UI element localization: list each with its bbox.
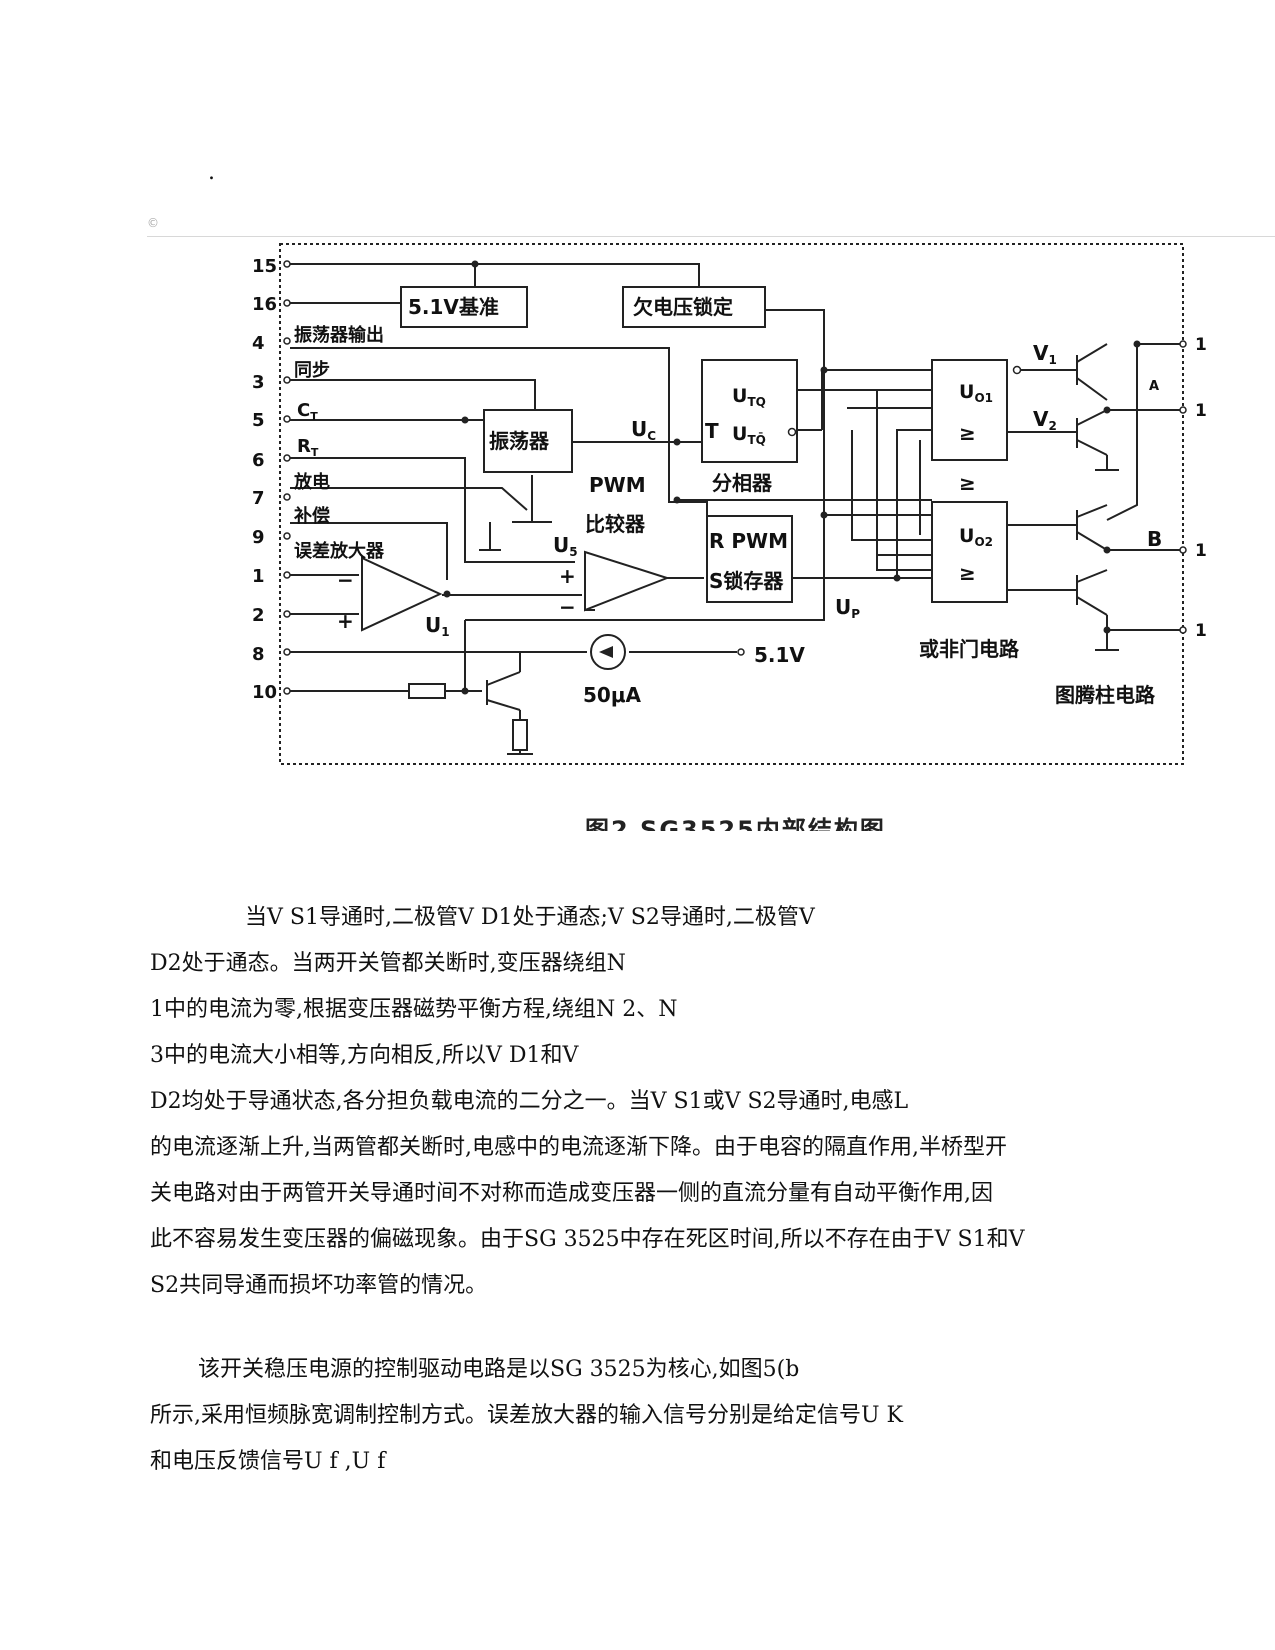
svg-text:V2: V2 (1033, 407, 1057, 433)
text-line: 3中的电流大小相等,方向相反,所以V D1和V (150, 1043, 579, 1068)
ref-block (400, 286, 528, 328)
svg-text:RT: RT (297, 436, 319, 459)
pin-16: 16 (252, 294, 277, 315)
svg-text:同步: 同步 (294, 359, 330, 381)
uvlo-block (622, 286, 766, 328)
svg-text:UC: UC (631, 417, 656, 443)
svg-text:5.1V: 5.1V (754, 643, 805, 667)
transistors (486, 343, 1108, 711)
chip-border (279, 243, 1184, 765)
resistor (512, 719, 528, 751)
svg-text:+: + (559, 564, 576, 588)
text-line: 此不容易发生变压器的偏磁现象。由于SG 3525中存在死区时间,所以不存在由于V… (150, 1227, 1025, 1252)
pin-labels: 振荡器输出 同步 CT RT 放电 补偿 误差放大器 (293, 324, 385, 562)
text-line: D2均处于导通状态,各分担负载电流的二分之一。当V S1或V S2导通时,电感L (150, 1089, 909, 1114)
ge-mid: ≥ (959, 471, 976, 495)
latch-r-label: R PWM (709, 529, 788, 553)
pin-6: 6 (252, 450, 265, 471)
pwm-comparator (584, 550, 671, 612)
wires (290, 263, 1182, 755)
signal-labels: UC U5 U1 UP V1 V2 − + + − B 5.1V 50μA (337, 341, 1162, 707)
copyright-mark: © (147, 216, 159, 230)
text-line: 所示,采用恒频脉宽调制控制方式。误差放大器的输入信号分别是给定信号U K (150, 1403, 903, 1428)
stray-dot: . (208, 160, 215, 185)
pin-7: 7 (252, 488, 265, 509)
nor1-block (931, 359, 1008, 461)
pin-terminals (283, 260, 291, 695)
svg-text:50μA: 50μA (583, 683, 642, 707)
figure-caption: 图2 SG3525内部结构图 (585, 816, 886, 831)
pin-5: 5 (252, 410, 265, 431)
svg-text:1: 1 (1195, 621, 1207, 641)
latch-block (706, 515, 793, 603)
fuse (408, 683, 446, 699)
svg-text:误差放大器: 误差放大器 (294, 540, 385, 562)
svg-text:1: 1 (1195, 401, 1207, 421)
totem-label: 图腾柱电路 (1055, 683, 1156, 707)
svg-text:振荡器输出: 振荡器输出 (294, 324, 384, 346)
oscillator-label: 振荡器 (489, 429, 550, 453)
oscillator-block (483, 409, 573, 473)
svg-text:+: + (337, 609, 354, 633)
pwm-label: PWM (589, 473, 646, 497)
ff-t-label: T (705, 419, 719, 443)
ge-1: ≥ (959, 421, 976, 445)
svg-text:B: B (1147, 527, 1162, 551)
svg-text:补偿: 补偿 (293, 505, 330, 527)
paragraph-2: 该开关稳压电源的控制驱动电路是以SG 3525为核心,如图5(b 所示,采用恒频… (150, 1347, 1130, 1485)
text-line: 的电流逐渐上升,当两管都关断时,电感中的电流逐渐下降。由于电容的隔直作用,半桥型… (150, 1135, 1007, 1160)
pin-3: 3 (252, 372, 265, 393)
svg-text:−: − (337, 568, 354, 592)
right-pins: 1 1 1 1 (1179, 335, 1207, 641)
svg-text:CT: CT (297, 400, 318, 423)
splitter-block (701, 359, 798, 463)
svg-text:UTQ̄: UTQ̄ (732, 423, 766, 447)
sg3525-block-diagram: 15 16 4 3 5 6 7 9 1 2 8 10 (252, 243, 1207, 765)
comparator-label: 比较器 (585, 512, 646, 536)
pin-numbers: 15 16 4 3 5 6 7 9 1 2 8 10 (252, 256, 277, 703)
pin-1: 1 (252, 566, 265, 587)
svg-text:放电: 放电 (293, 471, 330, 493)
text-line: 当V S1导通时,二极管V D1处于通态;V S2导通时,二极管V (245, 905, 815, 930)
svg-text:U5: U5 (553, 533, 578, 559)
block-labels: 5.1V基准 欠电压锁定 振荡器 PWM 比较器 R PWM S锁存器 分相器 … (408, 295, 1156, 707)
svg-text:UO2: UO2 (959, 525, 993, 549)
ref-label: 5.1V基准 (408, 295, 499, 319)
svg-text:U1: U1 (425, 613, 450, 639)
error-amp (361, 556, 443, 632)
text-line: 1中的电流为零,根据变压器磁势平衡方程,绕组N 2、N (150, 997, 678, 1022)
pin-9: 9 (252, 527, 265, 548)
svg-text:V1: V1 (1033, 341, 1057, 367)
nor-label: 或非门电路 (919, 637, 1020, 661)
pin-10: 10 (252, 682, 277, 703)
text-line: 该开关稳压电源的控制驱动电路是以SG 3525为核心,如图5(b (198, 1357, 800, 1382)
svg-text:UP: UP (835, 595, 860, 621)
pin-15: 15 (252, 256, 277, 277)
pin-4: 4 (252, 333, 265, 354)
svg-text:−: − (559, 595, 576, 619)
text-line: 关电路对由于两管开关导通时间不对称而造成变压器一侧的直流分量有自动平衡作用,因 (150, 1181, 993, 1206)
svg-text:UTQ: UTQ (732, 385, 766, 409)
divider-line (147, 236, 1275, 237)
svg-text:UO1: UO1 (959, 381, 993, 405)
uvlo-label: 欠电压锁定 (633, 295, 733, 319)
text-line: S2共同导通而损坏功率管的情况。 (150, 1273, 488, 1298)
latch-s-label: S锁存器 (709, 569, 784, 593)
pin-2: 2 (252, 605, 265, 626)
blocks (361, 286, 1008, 751)
svg-text:A: A (1149, 379, 1159, 394)
nor2-block (931, 501, 1008, 603)
junctions (443, 260, 1141, 695)
paragraph-1: 当V S1导通时,二极管V D1处于通态;V S2导通时,二极管V D2处于通态… (150, 895, 1130, 1309)
text-line: 和电压反馈信号U f ,U f (150, 1449, 386, 1474)
pin-8: 8 (252, 644, 265, 665)
svg-text:1: 1 (1195, 541, 1207, 561)
splitter-label: 分相器 (712, 471, 773, 495)
text-line: D2处于通态。当两开关管都关断时,变压器绕组N (150, 951, 626, 976)
svg-text:1: 1 (1195, 335, 1207, 355)
ge-2: ≥ (959, 561, 976, 585)
